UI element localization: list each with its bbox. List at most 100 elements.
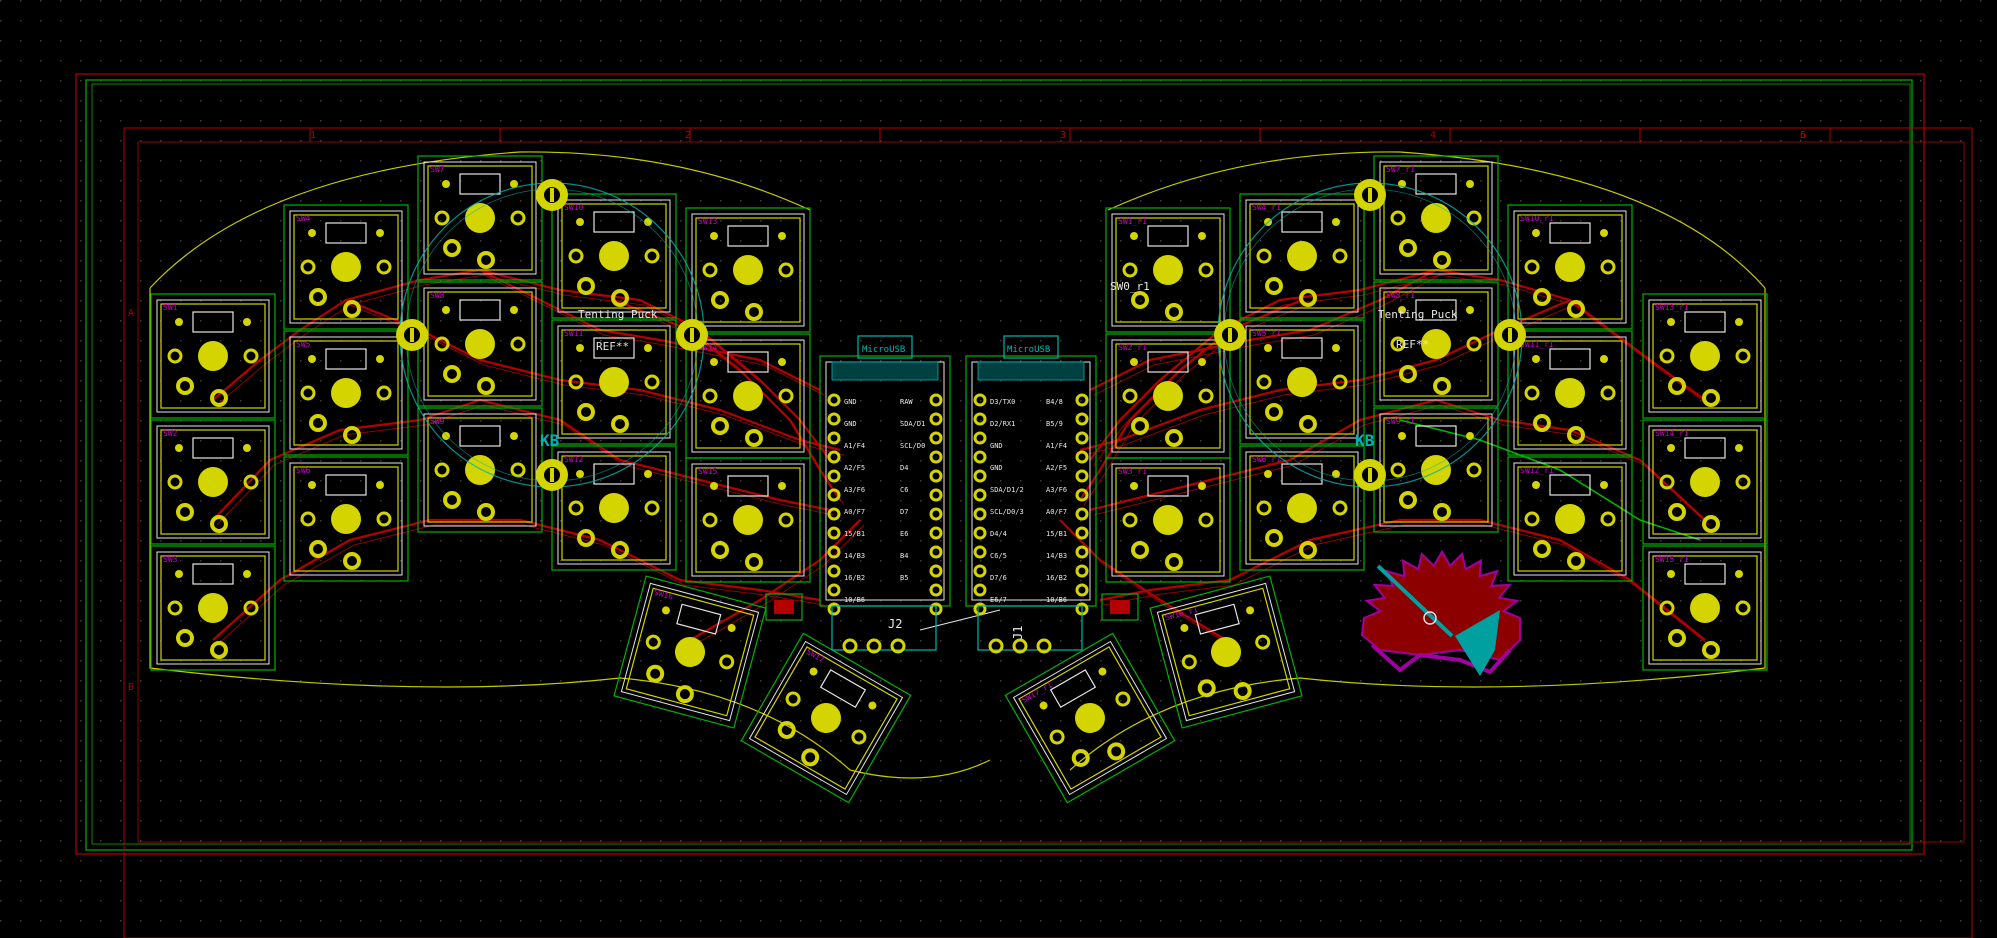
mcu-pin-label: D3/TX0 [990,398,1015,406]
led-pad [1332,344,1340,352]
mounting-hole-slot [690,328,694,342]
mcu-pin-label: A3/F6 [1046,486,1067,494]
switch-pad [611,541,629,559]
side-post [167,474,183,490]
switch-silk-outer [289,336,403,450]
switch-silk-outer [1245,451,1359,565]
switch-silk-inner [1517,466,1623,572]
led-cutout [1415,299,1457,321]
connector-pad [1012,638,1028,654]
led-pad [376,355,384,363]
sheet-frame [75,73,1973,938]
led-pad [243,570,251,578]
switch-pad [1668,503,1686,521]
mcu-pin-label: A0/F7 [1046,508,1067,516]
led-cutout [1281,211,1323,233]
switch-pad [745,553,763,571]
side-post [167,600,183,616]
led-pad [727,623,736,632]
switch-courtyard [740,632,912,804]
side-post [1524,259,1540,275]
switch-courtyard [150,545,276,671]
side-post [300,511,316,527]
mcu-pin [1075,583,1089,597]
switch-courtyard [1642,293,1768,419]
switch-label: SW2_r1 [1118,343,1147,352]
reset-button-footprint [765,593,803,621]
switch-silk-outer [691,339,805,453]
mcu-pin [973,431,987,445]
left-connector-ref: J2 [888,617,902,631]
led-pad [576,218,584,226]
led-pad [1198,482,1206,490]
led-pad [778,232,786,240]
mcu-pin-label: 15/B1 [1046,530,1067,538]
switch-silk-outer [1156,582,1296,722]
key-switch: SW10_r1 [1507,204,1633,330]
left-usb-label: MicroUSB [862,345,905,355]
key-switch: SW1 [150,293,276,419]
switch-label: SW11_r1 [1520,340,1554,349]
key-switch: SW9 [417,407,543,533]
switch-silk-outer [1648,551,1762,665]
mcu-pin [1075,431,1089,445]
right-connector-ref: J1 [1011,626,1025,640]
led-cutout [192,437,234,459]
mcu-pin [827,545,841,559]
led-cutout [192,563,234,585]
switch-silk-outer [1648,425,1762,539]
switch-courtyard [283,456,409,582]
switch-silk-inner [1115,217,1221,323]
led-cutout [1281,337,1323,359]
switch-pad [309,288,327,306]
led-pad [1600,229,1608,237]
side-post [719,654,735,670]
switch-label: SW9_r1 [1386,417,1415,426]
side-post [1198,512,1214,528]
key-switch: SW3_r1 [1105,457,1231,583]
side-post [1659,600,1675,616]
center-post [1690,341,1720,371]
switch-courtyard [150,419,276,545]
side-post [1332,248,1348,264]
center-post [1287,493,1317,523]
switch-silk-outer [156,425,270,539]
led-cutout [727,225,769,247]
switch-label: SW1 [163,303,178,312]
led-cutout [325,348,367,370]
led-pad [376,229,384,237]
switch-silk-outer [1648,299,1762,413]
mcu-pin [973,545,987,559]
switch-courtyard [1239,445,1365,571]
led-pad [644,218,652,226]
led-pad [1130,232,1138,240]
mcu-pin [827,488,841,502]
led-pad [175,444,183,452]
led-pad [1264,344,1272,352]
mcu-pin-label: E6 [900,530,908,538]
switch-silk-outer [1245,325,1359,439]
switch-courtyard [1105,457,1231,583]
switch-pad [711,291,729,309]
led-cutout [593,337,635,359]
mcu-pin-label: A3/F6 [844,486,865,494]
mcu-pin-label: D7 [900,508,908,516]
center-post [1690,467,1720,497]
switch-silk-outer [423,161,537,275]
mcu-pin [827,564,841,578]
hedgehog-logo [1360,549,1521,676]
key-switch: SW5_r1 [1239,319,1365,445]
mcu-pin-label: 16/B2 [844,574,865,582]
switch-label: SW6_r1 [1252,455,1281,464]
led-pad [1466,306,1474,314]
mcu-pin [973,412,987,426]
mcu-pin-label: 15/B1 [844,530,865,538]
side-post [1256,500,1272,516]
led-cutout [1549,474,1591,496]
copper-trace [1099,518,1706,641]
side-post [434,336,450,352]
copper-trace [1063,524,1231,646]
switch-silk-inner [754,646,898,790]
center-post [465,455,495,485]
